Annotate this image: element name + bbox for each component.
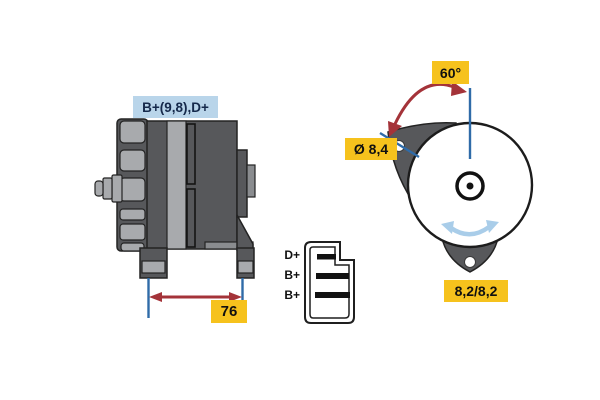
connector-outline [304,241,355,324]
terminal-label: B+(9,8),D+ [133,96,218,118]
connector-inner-outline [309,246,350,319]
angle-arrow-60 [388,81,467,137]
pin-label-bplus-1: B+ [284,268,300,282]
mounting-hole-spacing-label: 8,2/8,2 [444,280,508,302]
alternator-front-view [379,81,534,273]
mounting-foot-right [236,247,255,279]
mounting-foot-left [139,247,168,279]
housing-rib [119,120,146,144]
alternator-side-view [94,118,256,318]
housing-rib [119,223,146,241]
housing-rib [119,177,146,202]
reference-line-hole-axis [379,131,420,159]
pin-blade-bplus-1 [316,273,349,279]
stator-band [166,120,187,250]
stator-strip [186,123,196,185]
housing-rib [120,242,145,252]
bracket-web [236,214,254,251]
pin-blade-bplus-2 [315,292,350,298]
housing-rib [119,149,146,172]
rotation-arrow [441,220,499,237]
drive-end-boss [236,149,248,218]
shaft-center [455,171,485,201]
shaft-boss [246,164,256,198]
connector-pinout [304,241,355,324]
housing-rib [119,208,146,221]
lug-hole-bottom [464,256,476,268]
terminal-stud [94,174,123,203]
hole-diameter-label: Ø 8,4 [345,138,397,160]
stator-strip [186,188,196,248]
dimension-arrow-76 [149,292,242,302]
angle-60-label: 60° [432,61,469,84]
pin-blade-dplus [317,254,336,260]
pin-label-bplus-2: B+ [284,288,300,302]
pin-label-dplus: D+ [284,248,300,262]
dimension-76-label: 76 [211,300,247,323]
